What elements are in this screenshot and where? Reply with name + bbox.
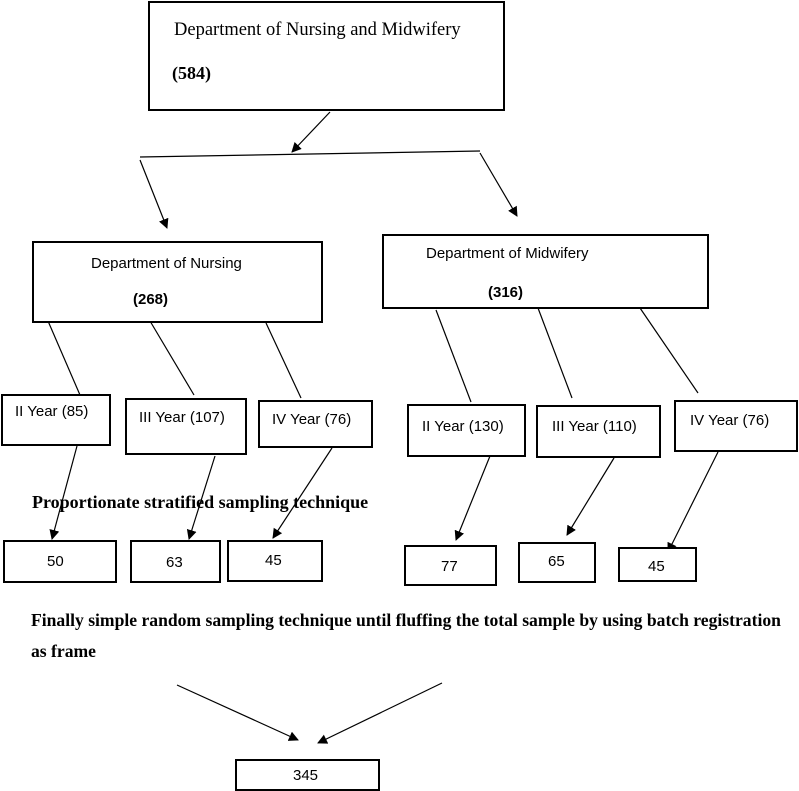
nursing-year-3-label: III Year (107) <box>139 409 225 426</box>
midwifery-year-2-box: II Year (130) <box>407 404 526 457</box>
midwifery-year-3-label: III Year (110) <box>552 418 637 435</box>
line-nursing-y2 <box>47 320 81 396</box>
midwifery-sample-y3-box: 65 <box>518 542 596 583</box>
line-midwifery-y2 <box>435 309 472 403</box>
midwifery-year-3-box: III Year (110) <box>536 405 661 458</box>
arrow-to-midwifery <box>479 152 518 217</box>
nursing-department-title: Department of Nursing <box>91 255 242 272</box>
midwifery-department-box: Department of Midwifery (316) <box>382 234 709 309</box>
midwifery-sample-y4-box: 45 <box>618 547 697 582</box>
nursing-department-box: Department of Nursing (268) <box>32 241 323 323</box>
nursing-department-count: (268) <box>133 291 169 308</box>
split-line <box>139 150 481 158</box>
arrow-root-to-split <box>291 111 331 153</box>
nursing-year-4-box: IV Year (76) <box>258 400 373 448</box>
total-sample-value: 345 <box>293 767 319 784</box>
arrow-midwifery-y3-sample <box>566 457 615 536</box>
nursing-year-2-label: II Year (85) <box>15 403 89 420</box>
nursing-year-3-box: III Year (107) <box>125 398 247 455</box>
nursing-sample-y3-value: 63 <box>166 554 183 571</box>
midwifery-department-title: Department of Midwifery <box>426 245 589 262</box>
midwifery-sample-y3-value: 65 <box>548 553 565 570</box>
root-department-count: (584) <box>172 63 211 83</box>
nursing-sample-y4-box: 45 <box>227 540 323 582</box>
nursing-sample-y2-value: 50 <box>47 553 64 570</box>
midwifery-department-count: (316) <box>488 284 524 301</box>
line-nursing-y3 <box>149 320 195 396</box>
arrow-to-nursing <box>139 159 169 229</box>
arrow-midwifery-y2-sample <box>454 455 491 541</box>
nursing-sample-y3-box: 63 <box>130 540 221 583</box>
nursing-sample-y2-box: 50 <box>3 540 117 583</box>
midwifery-sample-y2-value: 77 <box>441 558 458 575</box>
total-sample-box: 345 <box>235 759 380 791</box>
nursing-year-2-box: II Year (85) <box>1 394 111 446</box>
line-nursing-y4 <box>265 322 302 399</box>
midwifery-year-2-label: II Year (130) <box>422 418 504 435</box>
arrow-final-left <box>176 684 299 741</box>
line-midwifery-y4 <box>639 307 699 394</box>
arrow-final-right <box>317 682 443 744</box>
arrow-midwifery-y4-sample <box>667 451 719 553</box>
line-midwifery-y3 <box>537 307 573 399</box>
stratified-technique-label: Proportionate stratified sampling techni… <box>32 492 369 512</box>
midwifery-sample-y2-box: 77 <box>404 545 497 586</box>
midwifery-year-4-label: IV Year (76) <box>690 412 770 429</box>
root-department-title: Department of Nursing and Midwifery <box>174 20 461 40</box>
root-department-box: Department of Nursing and Midwifery (584… <box>148 1 505 111</box>
midwifery-sample-y4-value: 45 <box>648 558 665 575</box>
nursing-year-4-label: IV Year (76) <box>272 411 352 428</box>
final-sampling-note: Finally simple random sampling technique… <box>31 610 781 661</box>
midwifery-year-4-box: IV Year (76) <box>674 400 798 452</box>
nursing-sample-y4-value: 45 <box>265 552 282 569</box>
